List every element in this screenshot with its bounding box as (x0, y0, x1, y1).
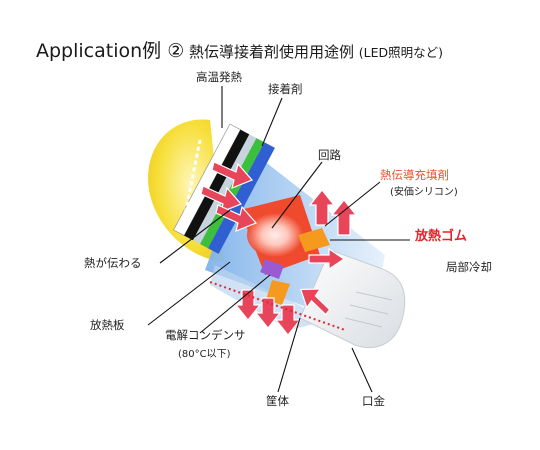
leader-lines (147, 86, 410, 393)
lamp-base (299, 249, 406, 349)
label-heat-transfer: 熱が伝わる (84, 256, 142, 270)
rubber-piece-top (298, 228, 330, 252)
title-paren: (LED照明など) (358, 45, 444, 60)
label-capacitor-sub: (80°C以下) (178, 349, 231, 360)
label-high-temp: 高温発熱 (196, 70, 242, 84)
label-adhesive: 接着剤 (268, 82, 303, 96)
label-filler-sub: (安価シリコン) (390, 187, 458, 198)
label-heatsink: 放熱板 (90, 318, 125, 332)
led-layers (173, 123, 275, 254)
label-capacitor: 電解コンデンサ (165, 328, 246, 342)
label-housing: 筐体 (266, 394, 289, 408)
title-sub: 熱伝導接着剤使用用途例 (184, 43, 359, 61)
title-main: Application例 ② (36, 40, 185, 62)
page-title: Application例 ② 熱伝導接着剤使用用途例 (LED照明など) (36, 36, 443, 63)
heat-arrows (200, 161, 358, 336)
label-rubber: 放熱ゴム (415, 229, 468, 244)
circuit-glow (247, 213, 303, 257)
capacitor-block (260, 259, 284, 279)
label-filler: 熱伝導充填剤 (380, 168, 449, 182)
label-base: 口金 (362, 394, 385, 408)
label-local-cooling: 局部冷却 (446, 260, 492, 274)
label-circuit: 回路 (318, 148, 341, 162)
